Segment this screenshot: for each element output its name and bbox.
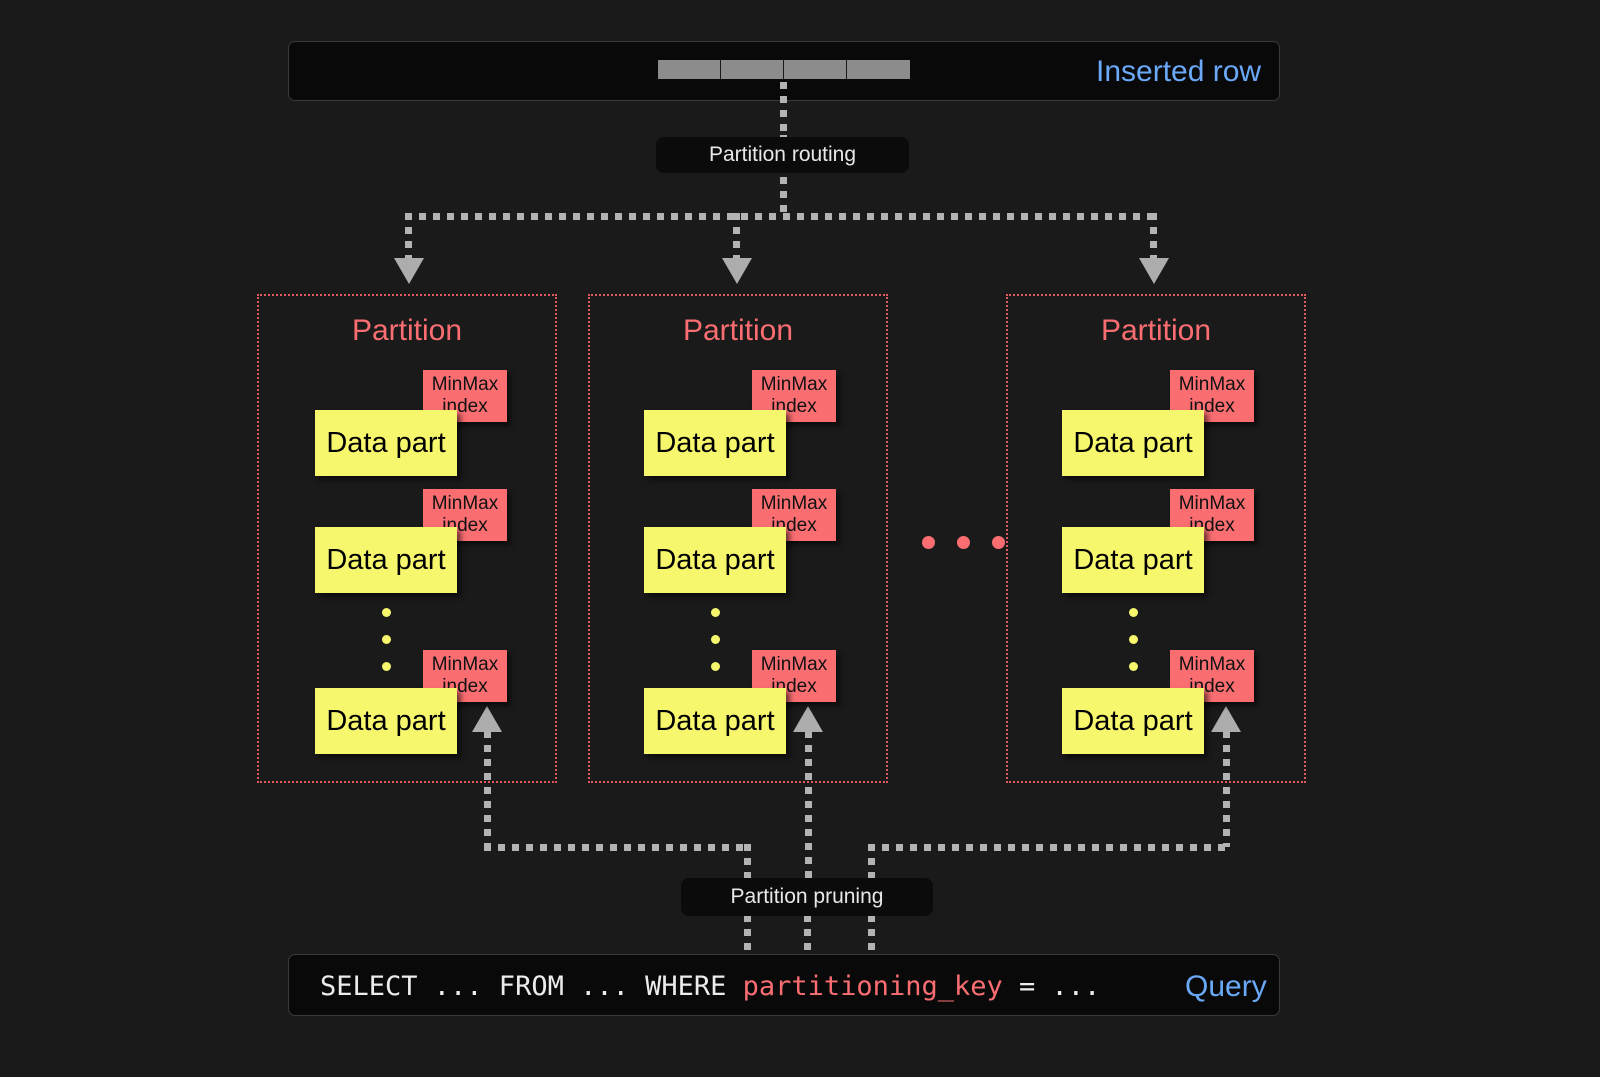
- minmax-line-1: MinMax: [1178, 653, 1246, 675]
- query-sql-prefix: SELECT ... FROM ... WHERE: [320, 971, 743, 1002]
- data-part-box: Data part: [1062, 527, 1204, 593]
- ellipsis-dot: [711, 662, 720, 671]
- ellipsis-dot: [1129, 635, 1138, 644]
- connector-bus-right-drop: [868, 844, 875, 880]
- ellipsis-dot: [711, 608, 720, 617]
- data-part-ellipsis: [711, 608, 720, 671]
- arrow-into-partition-3: [1139, 258, 1169, 284]
- ellipsis-dot: [957, 536, 970, 549]
- ellipsis-dot: [922, 536, 935, 549]
- query-partitioning-key: partitioning_key: [742, 971, 1003, 1002]
- partition-title: Partition: [351, 314, 463, 347]
- arrow-out-of-partition-2: [793, 706, 823, 732]
- ellipsis-dot: [1129, 608, 1138, 617]
- ellipsis-dot: [992, 536, 1005, 549]
- connector-pruning-bus-left: [484, 844, 746, 851]
- data-part-box: Data part: [644, 688, 786, 754]
- data-part-box: Data part: [315, 527, 457, 593]
- data-part-box: Data part: [315, 410, 457, 476]
- connector-branch-1: [405, 213, 412, 261]
- partition-box-2: Partition: [588, 294, 888, 783]
- connector-partition-1-up: [484, 731, 491, 847]
- query-sql-text: SELECT ... FROM ... WHERE partitioning_k…: [320, 971, 1100, 1002]
- minmax-index-box: MinMax index: [423, 650, 507, 702]
- minmax-line-1: MinMax: [431, 492, 499, 514]
- arrow-into-partition-1: [394, 258, 424, 284]
- connector-routing-down: [780, 135, 787, 217]
- connector-pruning-to-query-3: [868, 915, 875, 955]
- connector-partition-2-up: [805, 731, 812, 879]
- connector-pruning-to-query-2: [804, 915, 811, 955]
- query-bar: [288, 954, 1280, 1016]
- minmax-line-1: MinMax: [431, 373, 499, 395]
- data-part-ellipsis: [382, 608, 391, 671]
- data-part-box: Data part: [315, 688, 457, 754]
- data-part-box: Data part: [644, 527, 786, 593]
- row-cell: [847, 60, 910, 79]
- row-cell: [658, 60, 721, 79]
- data-part-box: Data part: [1062, 688, 1204, 754]
- data-part-box: Data part: [644, 410, 786, 476]
- minmax-index-box: MinMax index: [1170, 489, 1254, 541]
- minmax-line-1: MinMax: [1178, 492, 1246, 514]
- row-cell: [721, 60, 784, 79]
- connector-fanout-bus: [405, 213, 1157, 220]
- ellipsis-dot: [711, 635, 720, 644]
- connector-branch-3: [1150, 213, 1157, 261]
- minmax-line-1: MinMax: [760, 492, 828, 514]
- minmax-line-1: MinMax: [760, 653, 828, 675]
- connector-partition-3-up: [1223, 731, 1230, 847]
- ellipsis-dot: [382, 608, 391, 617]
- minmax-line-1: MinMax: [431, 653, 499, 675]
- connector-pruning-to-query-1: [744, 915, 751, 955]
- minmax-line-1: MinMax: [760, 373, 828, 395]
- data-part-ellipsis: [1129, 608, 1138, 671]
- partition-routing-label: Partition routing: [656, 137, 909, 173]
- connector-pruning-bus-right: [868, 844, 1230, 851]
- partition-pruning-label: Partition pruning: [681, 878, 933, 916]
- query-sql-suffix: = ...: [1002, 971, 1101, 1002]
- ellipsis-dot: [382, 662, 391, 671]
- ellipsis-dot: [382, 635, 391, 644]
- query-label: Query: [1185, 970, 1267, 1003]
- between-partitions-ellipsis: [922, 536, 1005, 549]
- row-cell: [784, 60, 847, 79]
- arrow-out-of-partition-1: [472, 706, 502, 732]
- ellipsis-dot: [1129, 662, 1138, 671]
- connector-row-to-routing: [780, 82, 787, 138]
- connector-bus-left-drop: [744, 844, 751, 880]
- partition-title: Partition: [682, 314, 794, 347]
- minmax-line-1: MinMax: [1178, 373, 1246, 395]
- arrow-out-of-partition-3: [1211, 706, 1241, 732]
- partition-box-1: Partition: [257, 294, 557, 783]
- partition-box-3: Partition: [1006, 294, 1306, 783]
- arrow-into-partition-2: [722, 258, 752, 284]
- connector-branch-2: [733, 213, 740, 261]
- inserted-row-cells: [658, 60, 910, 79]
- data-part-box: Data part: [1062, 410, 1204, 476]
- partition-title: Partition: [1100, 314, 1212, 347]
- inserted-row-label: Inserted row: [1096, 55, 1262, 88]
